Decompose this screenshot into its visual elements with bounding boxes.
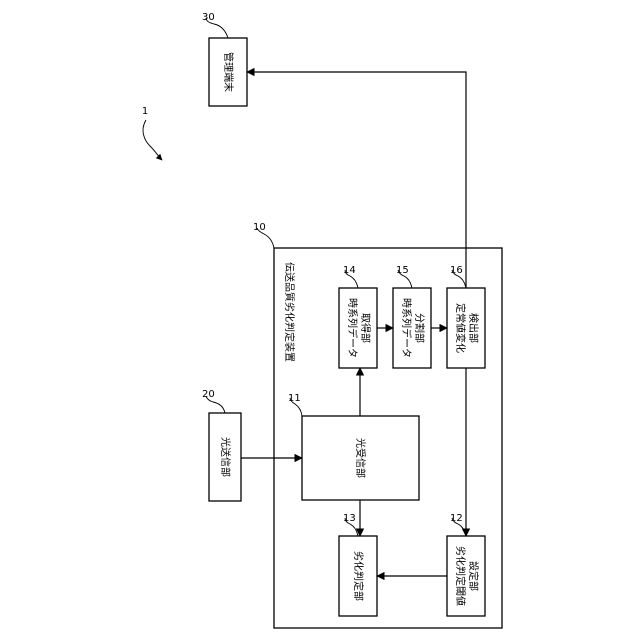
threshold-setting-label-1: 劣化判定閾値 (454, 546, 467, 606)
timeseries-acquire-box (339, 288, 377, 368)
light-transmitter-ref: 20 (202, 389, 215, 400)
timeseries-acquire-ref: 14 (343, 265, 356, 276)
threshold-setting-label-2: 設定部 (467, 561, 480, 591)
device-label: 伝送品質劣化判定装置 (283, 262, 296, 362)
threshold-setting-ref: 12 (450, 513, 463, 524)
steady-change-detect-label-1: 定常値変化 (454, 303, 467, 353)
degradation-judge-label: 劣化判定部 (352, 551, 365, 601)
steady-change-detect-label-2: 検出部 (467, 313, 480, 343)
management-terminal-label: 管理端末 (222, 52, 235, 92)
timeseries-split-label-2: 分割部 (413, 313, 426, 343)
timeseries-acquire-label-1: 時系列データ (346, 298, 359, 358)
threshold-setting-box (447, 536, 485, 616)
device-ref: 10 (253, 222, 266, 233)
management-terminal-ref: 30 (202, 12, 215, 23)
light-receiver-label: 光受信部 (354, 438, 367, 478)
timeseries-split-ref: 15 (396, 265, 409, 276)
figure-ref: 1 (142, 106, 148, 117)
steady-change-detect-ref: 16 (450, 265, 463, 276)
timeseries-split-box (393, 288, 431, 368)
degradation-judge-ref: 13 (343, 513, 356, 524)
light-receiver-ref: 11 (288, 393, 301, 404)
timeseries-split-label-1: 時系列データ (400, 298, 413, 358)
light-transmitter-label: 光送信部 (219, 437, 232, 477)
timeseries-acquire-label-2: 取得部 (359, 313, 372, 343)
steady-change-detect-box (447, 288, 485, 368)
figure-ref-arrow (143, 120, 162, 160)
